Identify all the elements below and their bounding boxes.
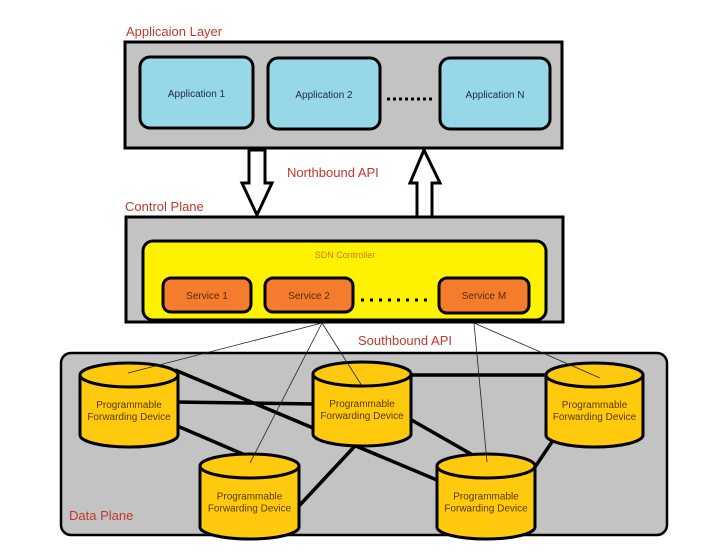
cylinder-top bbox=[435, 452, 537, 480]
app-label: Application 1 bbox=[168, 89, 226, 100]
northbound-up-arrow bbox=[407, 146, 443, 219]
device-label-line2: Forwarding Device bbox=[553, 412, 637, 423]
device-label-line1: Programmable bbox=[453, 492, 519, 503]
service-label: Service 1 bbox=[186, 291, 228, 302]
device-label-line2: Forwarding Device bbox=[444, 504, 528, 515]
service-label: Service 2 bbox=[288, 291, 330, 302]
device-label-line1: Programmable bbox=[217, 492, 283, 503]
northbound-api-label: Northbound API bbox=[287, 165, 379, 180]
southbound-line bbox=[473, 322, 488, 463]
control-plane-title: Control Plane bbox=[125, 199, 204, 214]
device-label-line2: Forwarding Device bbox=[87, 412, 171, 423]
cylinder-body bbox=[78, 375, 180, 449]
cylinder-top bbox=[78, 361, 180, 389]
cylinder-top bbox=[198, 452, 301, 480]
device-label-line2: Forwarding Device bbox=[208, 504, 292, 515]
app-box[interactable]: Application 1 bbox=[138, 55, 255, 130]
device-link bbox=[407, 416, 479, 460]
device-label-line1: Programmable bbox=[96, 400, 162, 411]
application-layer-title: Applicaion Layer bbox=[126, 24, 223, 39]
device-label-line2: Forwarding Device bbox=[320, 411, 404, 422]
app-box[interactable]: Application N bbox=[438, 56, 552, 131]
app-label: Application N bbox=[466, 90, 525, 101]
device-label-line1: Programmable bbox=[562, 400, 628, 411]
southbound-line bbox=[127, 322, 323, 374]
southbound-line bbox=[249, 322, 323, 464]
cylinder-top bbox=[311, 360, 413, 388]
service-box[interactable]: Service 2 bbox=[263, 276, 355, 314]
data-plane-title: Data Plane bbox=[69, 508, 133, 523]
device-label-line1: Programmable bbox=[329, 399, 395, 410]
southbound-line bbox=[321, 322, 363, 387]
cylinder-body bbox=[311, 374, 413, 448]
device-link bbox=[174, 423, 253, 460]
cylinder-body bbox=[198, 466, 301, 541]
northbound-down-arrow bbox=[239, 148, 275, 219]
service-box[interactable]: Service M bbox=[437, 276, 531, 315]
app-box[interactable]: Application 2 bbox=[266, 56, 382, 131]
southbound-api-label: Southbound API bbox=[358, 333, 452, 348]
device-link bbox=[174, 400, 317, 406]
sdn-controller-label: SDN Controller bbox=[315, 250, 376, 260]
app-label: Application 2 bbox=[295, 90, 353, 101]
southbound-line bbox=[473, 322, 601, 379]
cylinder-body bbox=[544, 375, 645, 449]
service-label: Service M bbox=[462, 291, 506, 302]
cylinder-top bbox=[544, 361, 645, 389]
service-box[interactable]: Service 1 bbox=[161, 276, 253, 314]
cylinder-body bbox=[435, 466, 537, 541]
southbound-connections bbox=[127, 322, 601, 464]
